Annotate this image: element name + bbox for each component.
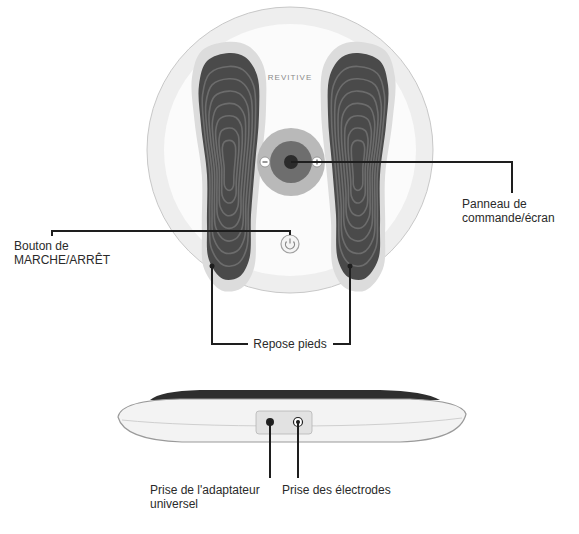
brand-name: REVITIVE (268, 73, 312, 83)
leader-line (297, 422, 299, 478)
foot-rest-groove (202, 66, 256, 266)
foot-rest-groove (331, 66, 385, 266)
foot-rests (191, 42, 395, 292)
leader-line (333, 266, 350, 344)
part-label: Panneau de commande/écran (462, 197, 574, 225)
part-label: Bouton de MARCHE/ARRÊT (14, 239, 109, 267)
foot-rest (328, 53, 389, 280)
foot-rest (198, 53, 259, 280)
power-button (281, 235, 299, 253)
base-profile (118, 399, 466, 442)
part-label: Prise de l'adaptateur universel (150, 483, 276, 511)
leader-dots (210, 264, 353, 425)
leader-line (291, 162, 512, 193)
foot-rest-groove (205, 79, 252, 254)
leader-dot (348, 264, 353, 269)
foot-rest-groove (216, 116, 243, 216)
foot-rest-border (321, 42, 396, 292)
electrode-socket-pin (297, 421, 300, 424)
leader-dot (268, 420, 272, 424)
leader-line (269, 422, 271, 478)
base-outer (147, 7, 433, 293)
minus-sign (263, 161, 268, 162)
power-icon (289, 239, 290, 244)
foot-rest-groove (348, 128, 368, 203)
leader-line (52, 231, 290, 236)
foot-rest-groove (341, 103, 374, 228)
part-label: Prise des électrodes (282, 483, 422, 497)
leader-line (212, 266, 248, 344)
part-label: Repose pieds (253, 337, 326, 351)
minus-button (260, 157, 270, 167)
foot-rest-groove (212, 103, 245, 228)
foot-rest-groove (338, 91, 378, 241)
leader-dot (296, 420, 300, 424)
top-view (147, 7, 433, 293)
foot-rest-border (191, 42, 266, 292)
foot-rest-groove (351, 140, 364, 190)
leader-dot (210, 264, 215, 269)
socket-panel (256, 411, 312, 434)
foot-rest-groove (335, 79, 382, 254)
foot-rest-groove (209, 91, 249, 241)
side-view (118, 390, 466, 442)
foot-rest-groove (222, 140, 235, 190)
foot-rest-groove (345, 116, 372, 216)
foot-rest-groove (219, 128, 239, 203)
leader-lines (52, 162, 512, 478)
